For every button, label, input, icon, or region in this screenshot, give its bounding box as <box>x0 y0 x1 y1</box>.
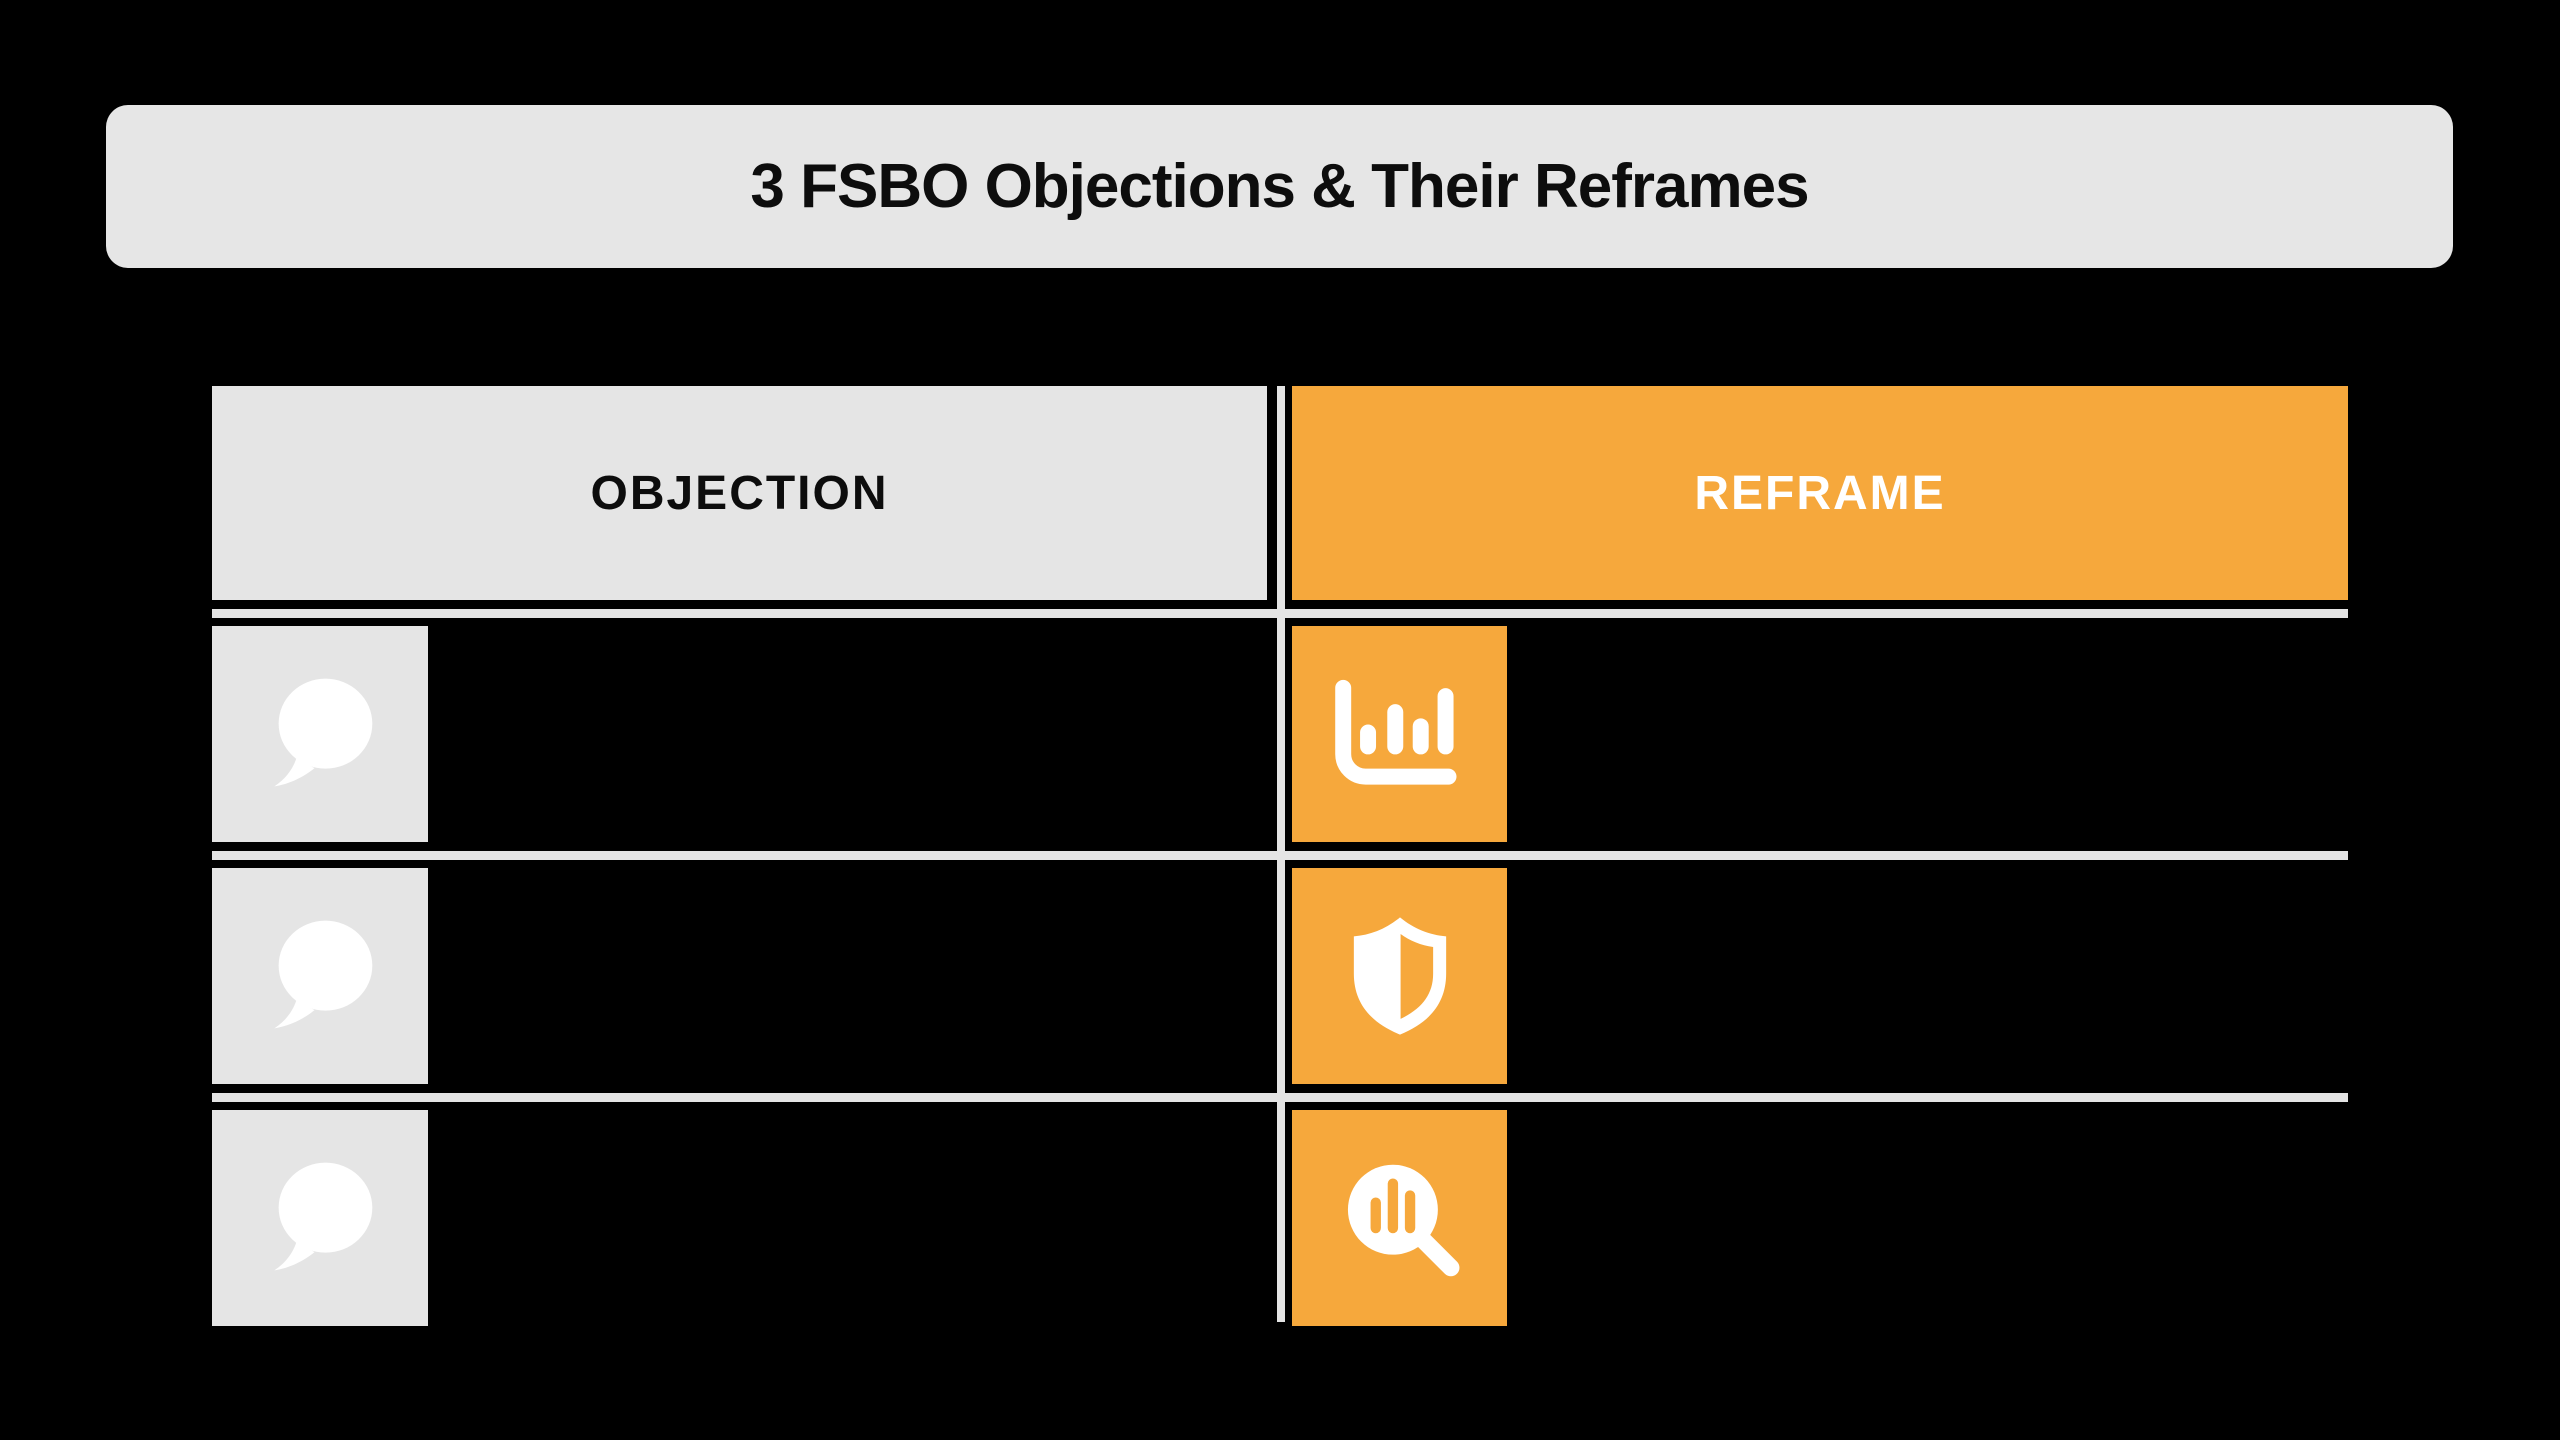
table-row-2-objection-tile <box>212 868 428 1084</box>
speech-bubble-icon <box>274 920 373 1029</box>
bar-chart-icon <box>1334 679 1457 785</box>
objection-header-label: OBJECTION <box>590 466 889 520</box>
table-row-3-objection-tile <box>212 1110 428 1326</box>
table-row-3-reframe-tile <box>1292 1110 1507 1326</box>
table-row-1-reframe-tile <box>1292 626 1507 842</box>
shield-half-icon <box>1353 917 1446 1035</box>
column-header-reframe: REFRAME <box>1292 386 2348 600</box>
speech-bubble-icon <box>274 678 373 787</box>
table-row-1-objection-tile <box>212 626 428 842</box>
reframe-header-label: REFRAME <box>1694 466 1946 520</box>
title-bar: 3 FSBO Objections & Their Reframes <box>106 105 2453 268</box>
page-title: 3 FSBO Objections & Their Reframes <box>750 152 1809 221</box>
search-chart-icon <box>1347 1164 1459 1277</box>
table-row-2-reframe-tile <box>1292 868 1507 1084</box>
speech-bubble-icon <box>274 1162 373 1271</box>
column-separator-line <box>1277 386 1285 1322</box>
column-header-objection: OBJECTION <box>212 386 1267 600</box>
